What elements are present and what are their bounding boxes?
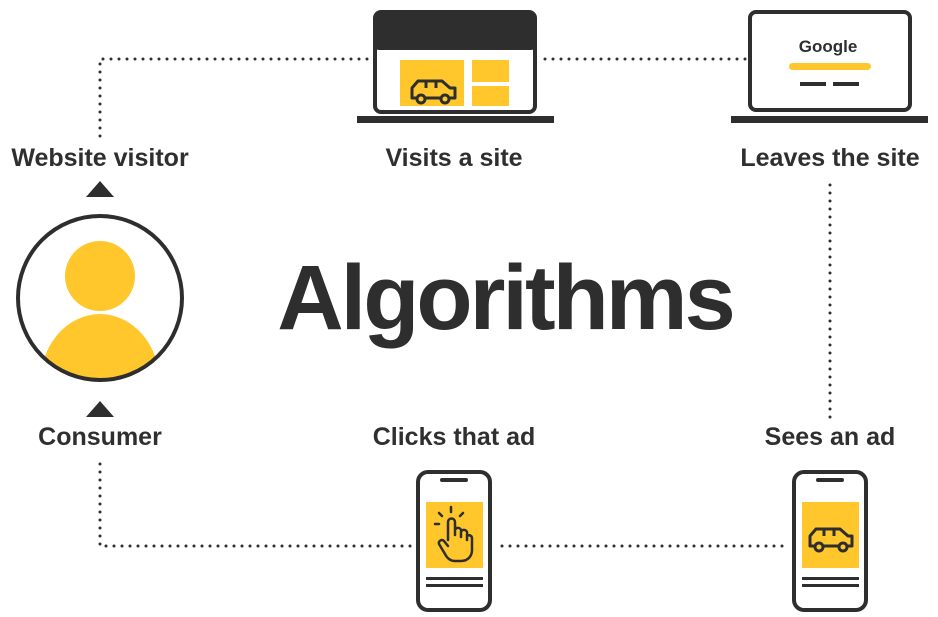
person-icon (16, 214, 184, 382)
car-icon (410, 79, 457, 105)
laptop-with-search-page-icon: Google (731, 10, 928, 123)
label-sees-ad: Sees an ad (764, 423, 896, 451)
search-screen-text: Google (799, 37, 858, 56)
phone-with-tap-hand-icon (416, 470, 492, 612)
diagram-title: Algorithms (277, 247, 736, 349)
label-clicks-ad: Clicks that ad (372, 423, 536, 451)
label-leaves-site: Leaves the site (740, 144, 920, 172)
label-consumer: Consumer (38, 423, 162, 451)
label-website-visitor: Website visitor (11, 144, 189, 172)
connector-clicks-to-consumer (98, 460, 412, 548)
arrow-up-to-avatar (86, 401, 114, 417)
laptop-with-car-ad-icon (357, 10, 554, 123)
dotted-connectors (98, 57, 832, 548)
connector-visitor-to-site (98, 57, 370, 138)
phone-with-car-ad-icon (792, 470, 868, 612)
label-visits-site: Visits a site (385, 144, 523, 172)
car-icon (808, 527, 854, 553)
tap-hand-icon (433, 505, 474, 563)
arrow-up-to-visitor (86, 181, 114, 197)
